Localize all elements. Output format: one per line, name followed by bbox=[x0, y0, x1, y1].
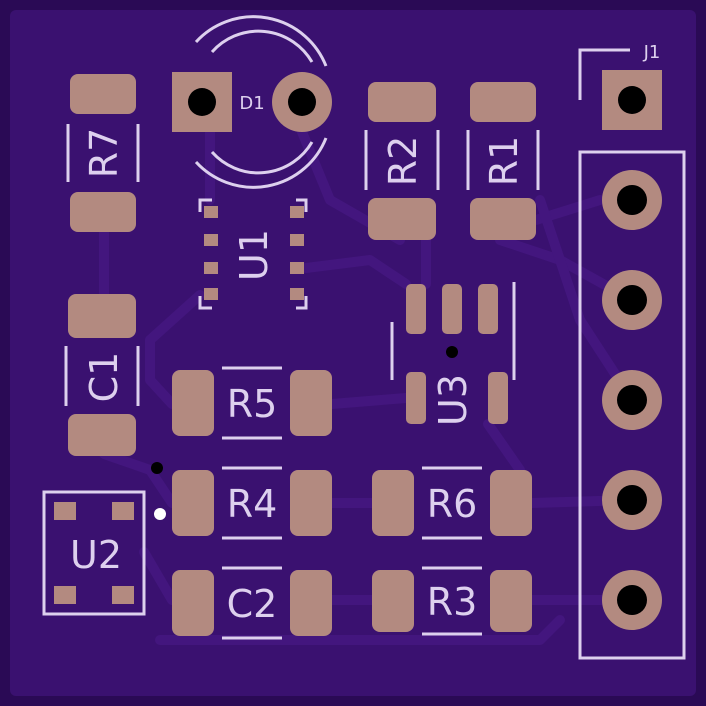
label-c1: C1 bbox=[82, 352, 126, 403]
connector-j1: J1 bbox=[578, 42, 686, 660]
resistor-r1: R1 bbox=[466, 82, 540, 240]
label-c2: C2 bbox=[227, 582, 278, 626]
label-r7: R7 bbox=[82, 128, 126, 179]
resistor-r3: R3 bbox=[372, 566, 532, 636]
j1-pins bbox=[602, 170, 662, 630]
resistor-r7: R7 bbox=[66, 74, 140, 232]
label-d1: D1 bbox=[239, 93, 264, 114]
traces bbox=[99, 127, 637, 645]
capacitor-c2: C2 bbox=[172, 566, 332, 640]
ic-u3: U3 bbox=[390, 282, 516, 426]
label-u3: U3 bbox=[431, 374, 475, 426]
label-r3: R3 bbox=[427, 580, 478, 624]
resistor-r5: R5 bbox=[172, 366, 332, 440]
label-r1: R1 bbox=[482, 136, 526, 187]
label-r5: R5 bbox=[227, 382, 278, 426]
label-u2: U2 bbox=[70, 533, 122, 577]
ic-u1: U1 bbox=[198, 198, 308, 310]
resistor-r6: R6 bbox=[372, 466, 532, 540]
label-r6: R6 bbox=[427, 482, 478, 526]
label-r2: R2 bbox=[381, 136, 425, 187]
label-u1: U1 bbox=[232, 229, 276, 281]
label-r4: R4 bbox=[227, 482, 278, 526]
led-d1: D1 bbox=[172, 15, 332, 189]
capacitor-c1: C1 bbox=[64, 294, 140, 456]
label-j1: J1 bbox=[643, 42, 661, 63]
resistor-r2: R2 bbox=[364, 82, 440, 240]
ic-u2: U2 bbox=[42, 490, 146, 616]
resistor-r4: R4 bbox=[151, 462, 332, 540]
